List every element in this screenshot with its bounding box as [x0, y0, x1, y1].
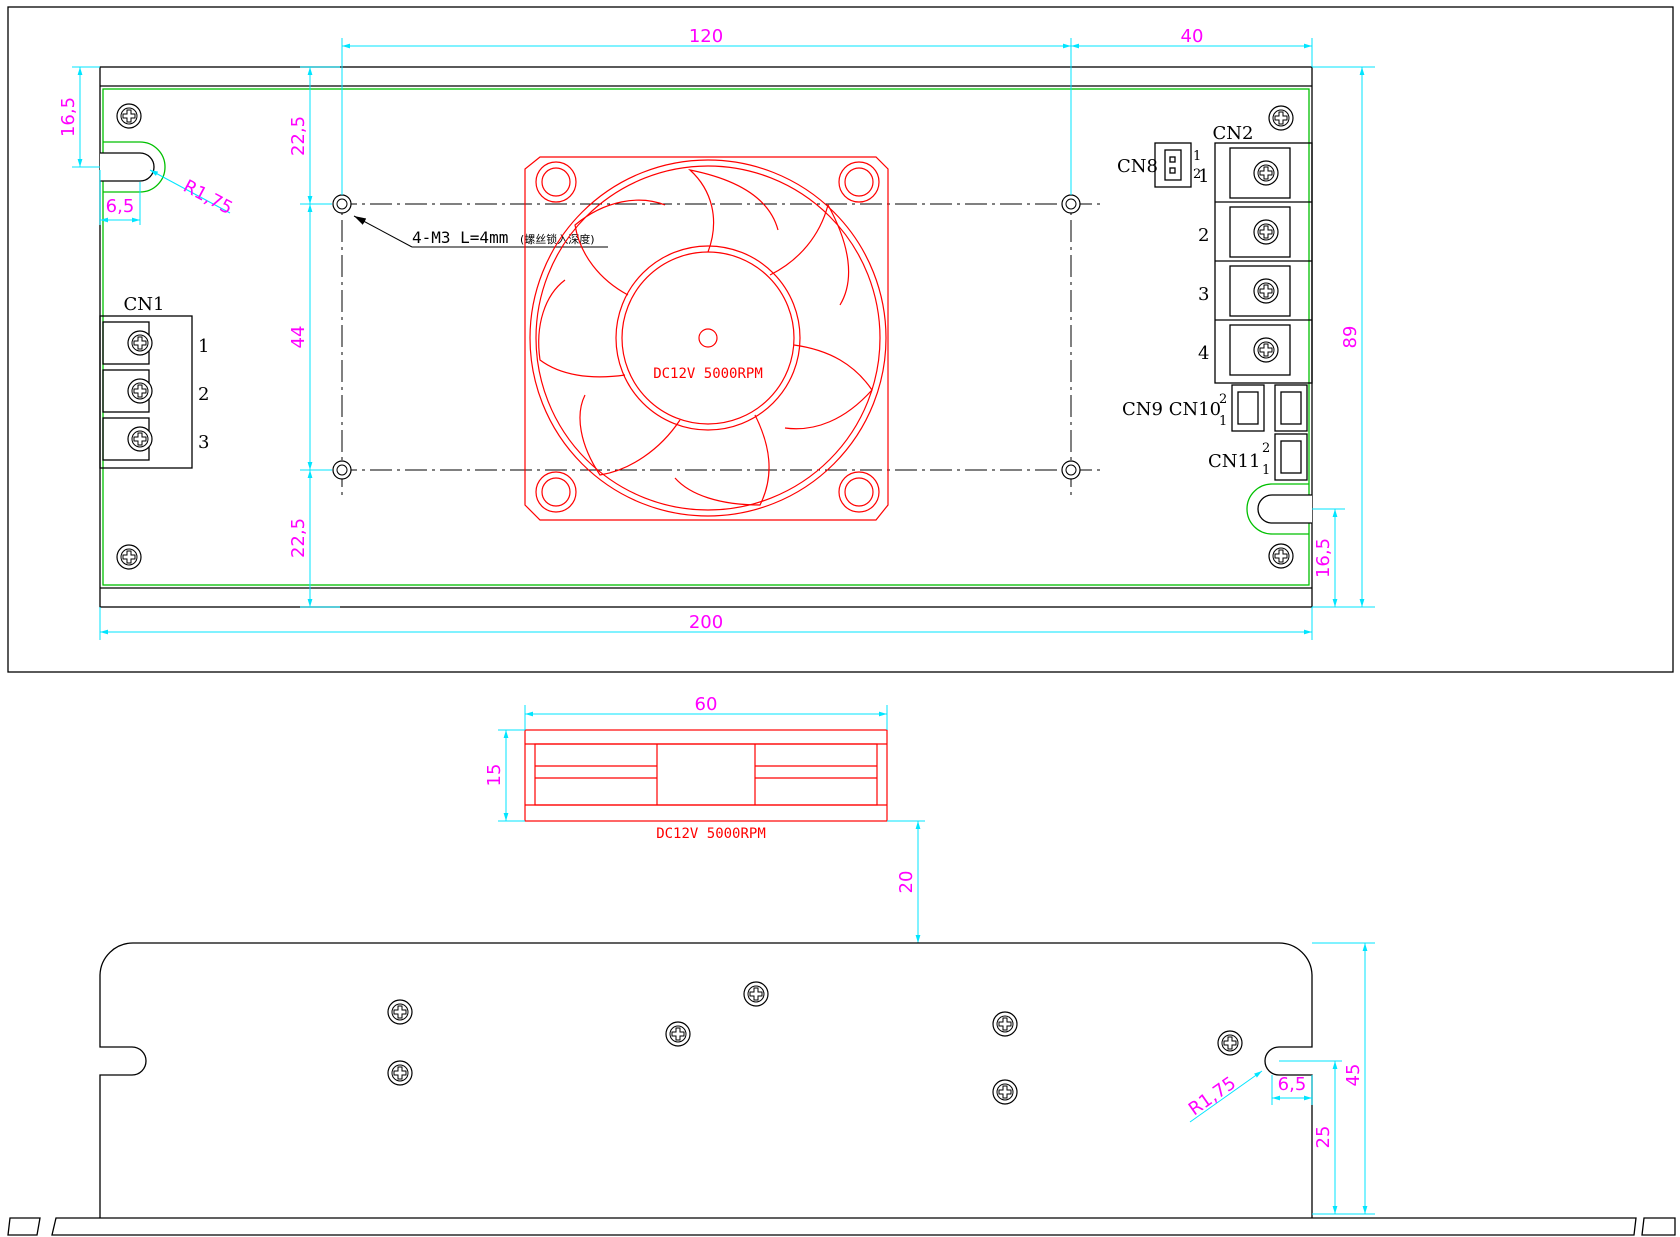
- fan-label: DC12V 5000RPM: [653, 366, 763, 382]
- dim-15: 15: [484, 764, 505, 787]
- terminal-screw-icon: [127, 330, 153, 356]
- dim-16-5-right: 16,5: [1313, 538, 1334, 578]
- connector-cn1: CN1 1 2 3: [99, 294, 209, 469]
- dim-20: 20: [896, 871, 917, 894]
- cn11-pin: 2: [1262, 441, 1270, 456]
- cn2-label: CN2: [1213, 123, 1254, 144]
- dim-22-5-top: 22,5: [288, 116, 309, 156]
- cn2-pin: 1: [1198, 166, 1209, 187]
- top-view-frame: [7, 6, 1674, 673]
- dim-44: 44: [288, 326, 309, 349]
- terminal-screw-icon: [1253, 278, 1279, 304]
- cn11-pin: 1: [1262, 463, 1270, 478]
- top-view: 4-M3 L=4mm (螺丝锁入深度) DC12V: [7, 6, 1674, 673]
- fan-top: DC12V 5000RPM: [524, 156, 889, 521]
- dim-6-5: 6,5: [106, 196, 135, 217]
- mount-note-depth: (螺丝锁入深度): [520, 232, 595, 246]
- dim-radius: R1,75: [180, 176, 236, 219]
- screw-icon: [743, 981, 769, 1007]
- dim-120: 120: [689, 26, 723, 47]
- cn11-label: CN11: [1208, 451, 1260, 472]
- screw-icon: [116, 103, 142, 129]
- terminal-screw-icon: [127, 426, 153, 452]
- dim-45: 45: [1343, 1064, 1364, 1087]
- dim-22-5-bottom: 22,5: [288, 518, 309, 558]
- screw-icon: [1268, 105, 1294, 131]
- mount-note: 4-M3 L=4mm (螺丝锁入深度): [353, 215, 608, 248]
- connector-cn9-cn10: CN9 CN10 2 1: [1122, 384, 1308, 432]
- cn1-pin: 1: [198, 336, 209, 357]
- cn1-label: CN1: [124, 294, 165, 315]
- cn9-cn10-label: CN9 CN10: [1122, 399, 1221, 420]
- cn2-pin: 2: [1198, 225, 1209, 246]
- dim-200: 200: [689, 612, 723, 633]
- screw-icon: [992, 1079, 1018, 1105]
- cn1-pin: 3: [198, 432, 209, 453]
- cn9-pin: 2: [1219, 392, 1227, 407]
- screw-icon: [665, 1021, 691, 1047]
- mount-hole-icon: [1061, 194, 1081, 214]
- dim-6-5-front: 6,5: [1278, 1074, 1307, 1095]
- dim-40: 40: [1181, 26, 1204, 47]
- connector-cn2: CN2 1 2 3 4: [1198, 123, 1313, 384]
- mount-note-text: 4-M3 L=4mm: [412, 228, 508, 247]
- cn8-label: CN8: [1117, 156, 1158, 177]
- screw-icon: [387, 1060, 413, 1086]
- cn2-pin: 4: [1198, 343, 1209, 364]
- screw-icon: [116, 544, 142, 570]
- mount-hole-icon: [1061, 460, 1081, 480]
- cn9-pin: 1: [1219, 414, 1227, 429]
- terminal-screw-icon: [127, 378, 153, 404]
- dim-89: 89: [1340, 326, 1361, 349]
- fan-side-label: DC12V 5000RPM: [656, 826, 766, 842]
- screw-icon: [1268, 543, 1294, 569]
- connector-cn8: CN8 1 2: [1117, 142, 1201, 188]
- dim-25: 25: [1313, 1126, 1334, 1149]
- screw-icon: [1217, 1030, 1243, 1056]
- front-view: 45 25 6,5 R1,75: [7, 942, 1676, 1236]
- dim-16-5-left: 16,5: [58, 97, 79, 137]
- cn8-pin: 2: [1193, 167, 1201, 182]
- dim-radius-front: R1,75: [1185, 1073, 1240, 1120]
- chassis-top-outline: [99, 66, 1313, 608]
- cn8-pin: 1: [1193, 149, 1201, 164]
- terminal-screw-icon: [1253, 160, 1279, 186]
- mount-hole-icon: [332, 460, 352, 480]
- cn2-pin: 3: [1198, 284, 1209, 305]
- connector-cn11: CN11 2 1: [1208, 433, 1308, 481]
- fan-side-view: DC12V 5000RPM 60 15 20: [484, 694, 925, 944]
- terminal-screw-icon: [1253, 219, 1279, 245]
- cn1-pin: 2: [198, 384, 209, 405]
- dim-60: 60: [695, 694, 718, 715]
- terminal-screw-icon: [1253, 337, 1279, 363]
- mount-hole-pattern: [300, 185, 1102, 500]
- mount-hole-icon: [332, 194, 352, 214]
- screw-icon: [992, 1011, 1018, 1037]
- top-view-dimensions: 120 40 200 89 22,5 44 22,5: [58, 26, 1375, 640]
- screw-icon: [387, 999, 413, 1025]
